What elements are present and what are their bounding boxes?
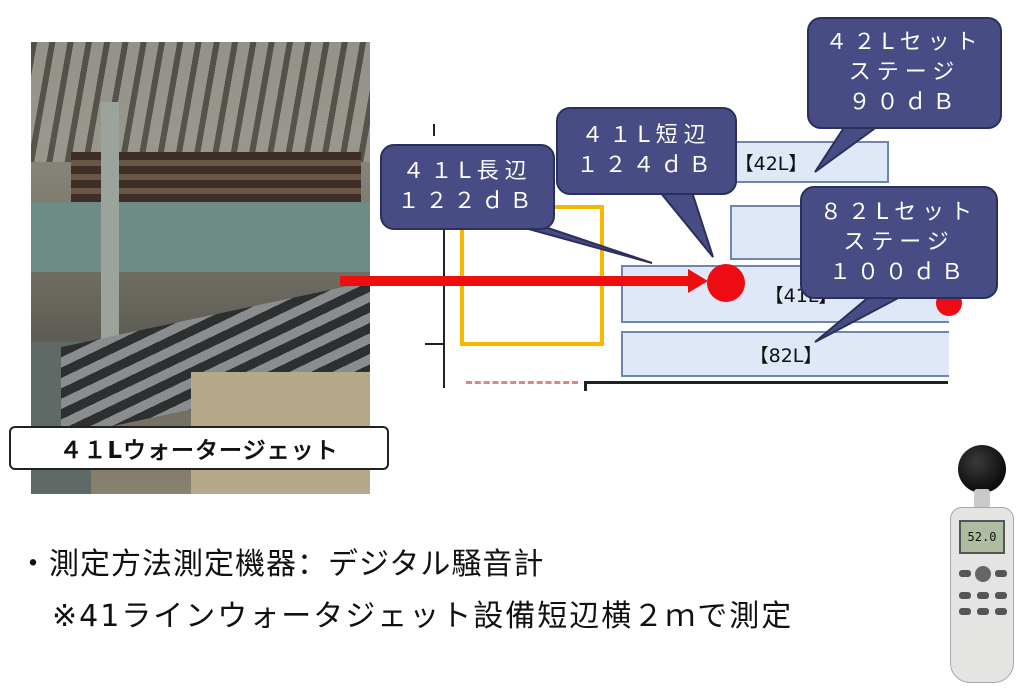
measurement-point-marker bbox=[707, 264, 745, 302]
meter-display: 52.0 bbox=[959, 520, 1005, 554]
callout-82L-set-stage: ８２Lセット ステージ １００ｄＢ bbox=[800, 186, 998, 299]
callout-42L-subtitle: ステージ bbox=[848, 60, 961, 85]
wall-line-post bbox=[584, 381, 587, 391]
callout-41L-short-side: ４１L短辺 １２４ｄＢ bbox=[556, 107, 737, 195]
factory-photo bbox=[31, 42, 370, 494]
callout-41L-long-value: １２２ｄＢ bbox=[397, 189, 538, 214]
meter-button bbox=[959, 570, 971, 577]
callout-82L-title: ８２Lセット bbox=[819, 199, 979, 225]
notes-condition: ※41ラインウォータジェット設備短辺横２ｍで測定 bbox=[52, 599, 794, 634]
sound-level-meter-image: 52.0 bbox=[940, 445, 1024, 685]
microphone-windscreen-icon bbox=[958, 445, 1006, 493]
meter-button bbox=[977, 592, 989, 599]
photo-machine-body bbox=[31, 202, 370, 272]
machine-42L: 【42L】 bbox=[723, 141, 889, 183]
meter-dial-button bbox=[975, 566, 991, 582]
arrow-head bbox=[688, 269, 708, 293]
meter-button bbox=[977, 608, 989, 615]
machine-82L: 【82L】 bbox=[621, 331, 949, 377]
meter-button bbox=[995, 592, 1007, 599]
callout-41L-short-value: １２４ｄＢ bbox=[576, 153, 717, 178]
meter-neck bbox=[974, 489, 990, 511]
wall-line-stub bbox=[425, 343, 445, 345]
meter-body: 52.0 bbox=[950, 507, 1014, 683]
callout-42L-set-stage: ４２Lセット ステージ ９０ｄＢ bbox=[807, 17, 1002, 129]
machine-42L-label: 【42L】 bbox=[734, 152, 808, 175]
red-dashed-line bbox=[466, 381, 578, 384]
meter-button bbox=[995, 570, 1007, 577]
wall-line-top bbox=[433, 124, 435, 136]
notes-method: ・測定方法測定機器：デジタル騒音計 bbox=[18, 547, 545, 582]
wall-line-left bbox=[443, 205, 445, 388]
arrow-shaft bbox=[340, 276, 690, 286]
callout-41L-long-side: ４１L長辺 １２２ｄＢ bbox=[380, 144, 555, 230]
callout-42L-value: ９０ｄＢ bbox=[848, 90, 961, 115]
meter-button bbox=[959, 608, 971, 615]
wall-line-bottom bbox=[586, 381, 948, 384]
callout-42L-title: ４２Lセット bbox=[825, 30, 984, 55]
photo-roof-trusses bbox=[31, 42, 370, 162]
callout-41L-long-title: ４１L長辺 bbox=[402, 159, 533, 184]
callout-82L-subtitle: ステージ bbox=[843, 229, 955, 255]
meter-button bbox=[995, 608, 1007, 615]
photo-caption: ４１Lウォータージェット bbox=[9, 426, 389, 470]
callout-41L-short-title: ４１L短辺 bbox=[581, 123, 712, 148]
meter-button bbox=[959, 592, 971, 599]
callout-82L-value: １００ｄＢ bbox=[828, 259, 969, 285]
machine-82L-label: 【82L】 bbox=[749, 344, 823, 367]
measurement-notes: ・測定方法測定機器：デジタル騒音計 ※41ラインウォータジェット設備短辺横２ｍで… bbox=[18, 545, 938, 637]
